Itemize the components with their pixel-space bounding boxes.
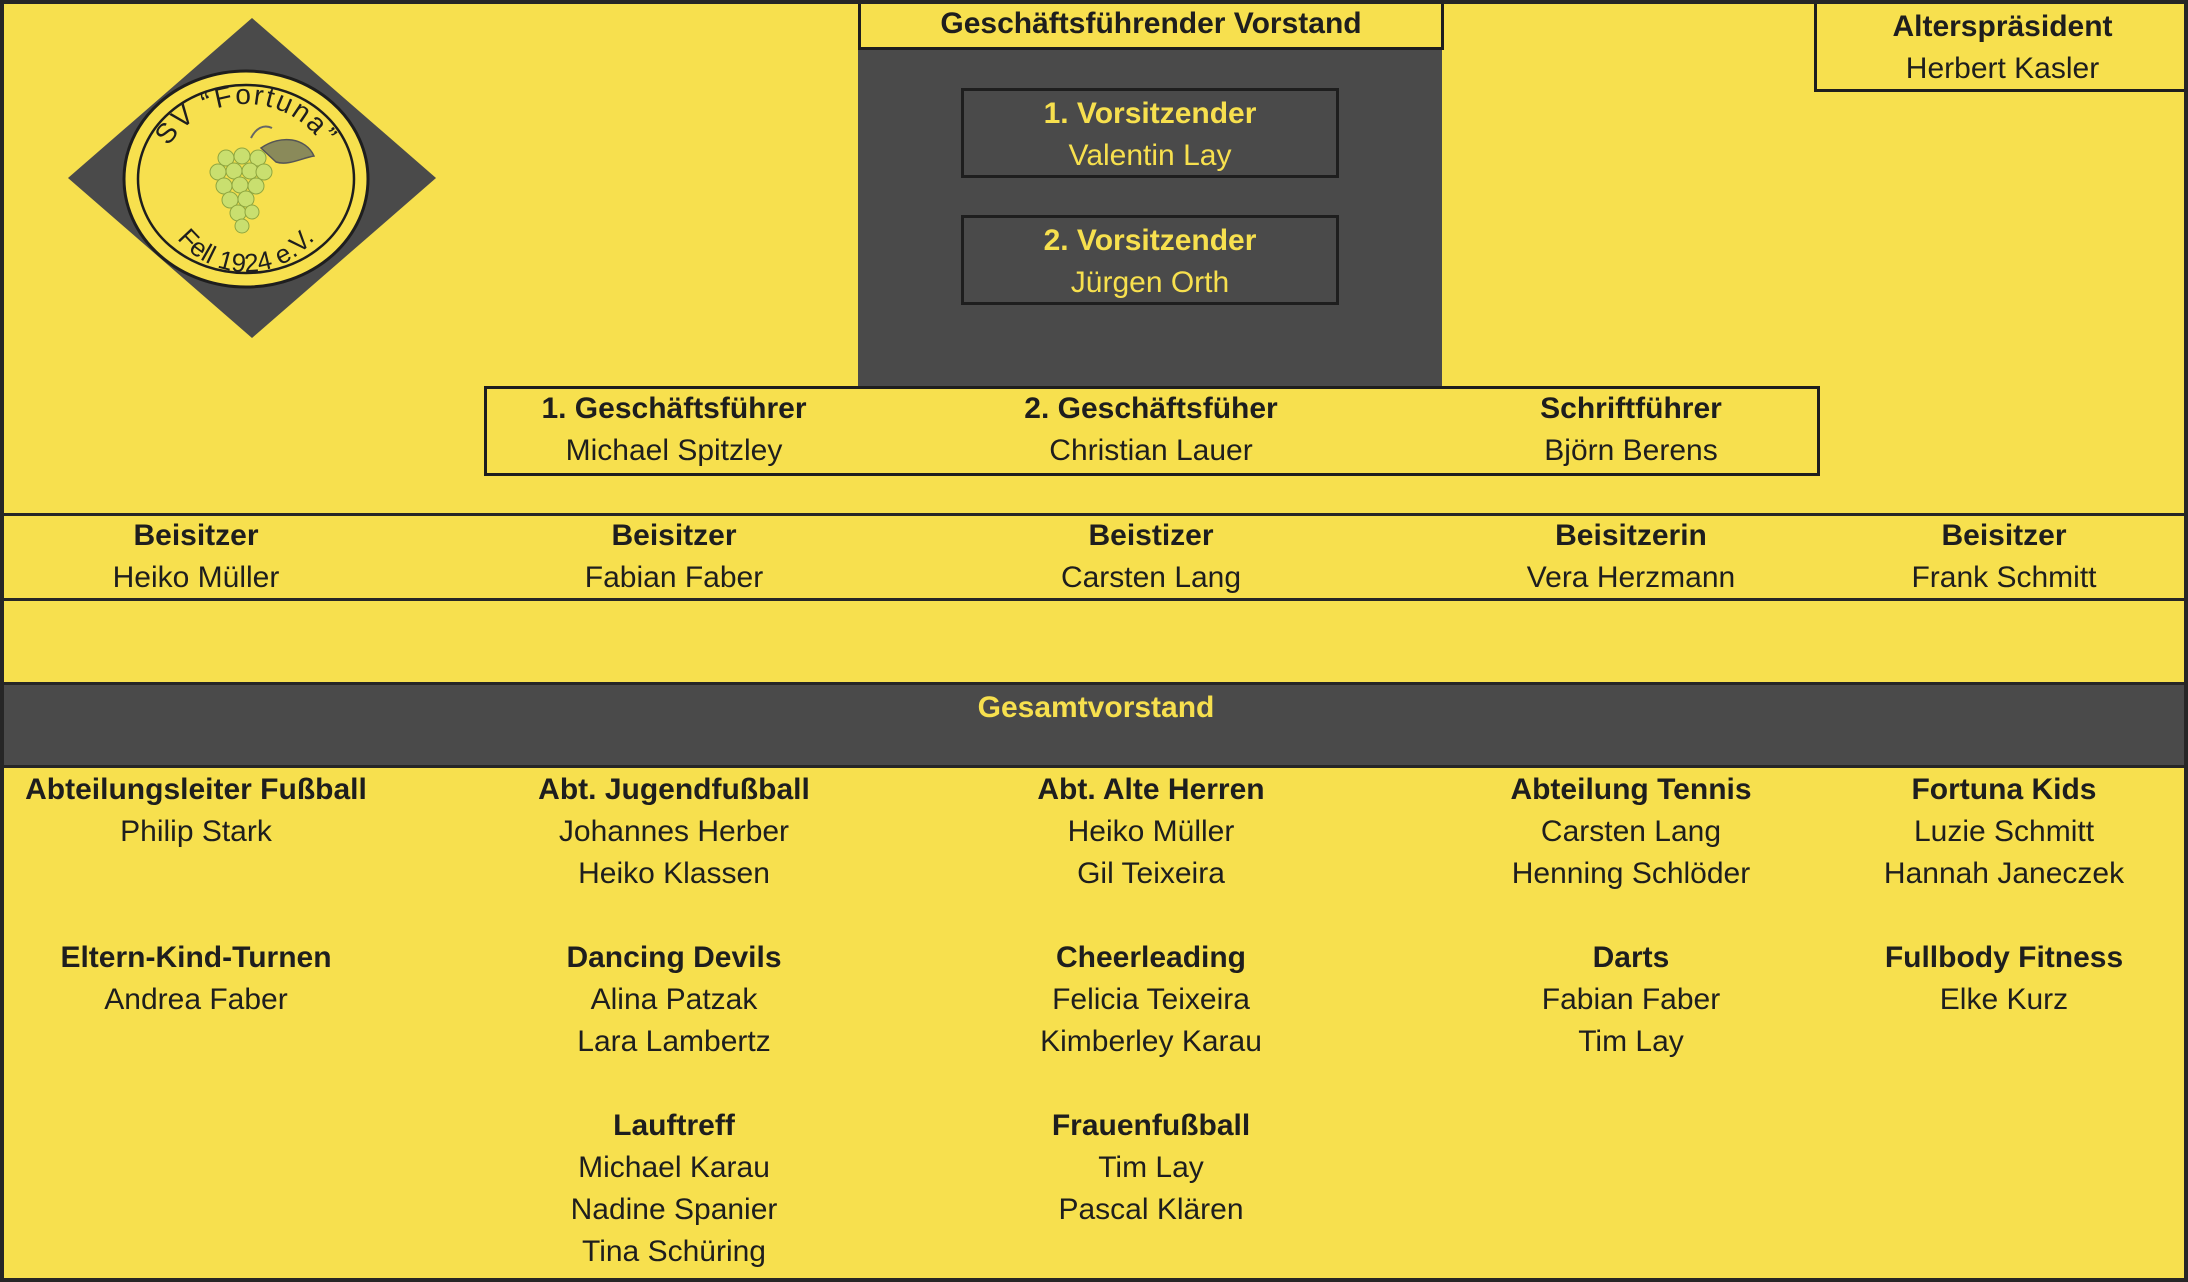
department-title: Frauenfußball	[1051, 1109, 1251, 1142]
department-title: Lauftreff	[613, 1109, 735, 1142]
management-item: Schriftführer Björn Berens	[1411, 388, 1851, 472]
management-name: Björn Berens	[1544, 434, 1718, 467]
assessor-item: Beisitzer Frank Schmitt	[1784, 515, 2184, 599]
honorary-name: Herbert Kasler	[1905, 52, 2100, 85]
assessor-role: Beisitzer	[1941, 519, 2067, 552]
management-item: 2. Geschäftsfüher Christian Lauer	[931, 388, 1371, 472]
department-member: Pascal Klären	[1058, 1193, 1244, 1226]
honorary-role: Alterspräsident	[1892, 10, 2113, 43]
department-item: Cheerleading Felicia Teixeira Kimberley …	[1040, 937, 1262, 1063]
department-title: Cheerleading	[1055, 941, 1247, 974]
department-item: Dancing Devils Alina Patzak Lara Lambert…	[566, 937, 781, 1063]
management-role: 2. Geschäftsfüher	[1024, 392, 1278, 425]
management-role: Schriftführer	[1540, 392, 1722, 425]
department-title: Abteilungsleiter Fußball	[25, 773, 367, 806]
assessor-item: Beistizer Carsten Lang	[931, 515, 1371, 599]
department-column: Abteilung Tennis Carsten Lang Henning Sc…	[1411, 769, 1851, 1063]
department-title: Abt. Jugendfußball	[538, 773, 810, 806]
assessor-name: Heiko Müller	[112, 561, 280, 594]
assessor-item: Beisitzer Fabian Faber	[454, 515, 894, 599]
department-title: Dancing Devils	[566, 941, 782, 974]
management-role: 1. Geschäftsführer	[541, 392, 807, 425]
department-item: Frauenfußball Tim Lay Pascal Klären	[1052, 1105, 1250, 1231]
department-member: Gil Teixeira	[1077, 857, 1225, 890]
department-member: Hannah Janeczek	[1883, 857, 2125, 890]
assessor-role: Beistizer	[1088, 519, 1214, 552]
department-member: Tina Schüring	[582, 1235, 766, 1268]
assessor-name: Frank Schmitt	[1911, 561, 2097, 594]
assessor-name: Carsten Lang	[1060, 561, 1242, 594]
divider	[4, 513, 2184, 516]
department-title: Abt. Alte Herren	[1037, 773, 1265, 806]
honorary-president-card: Alterspräsident Herbert Kasler	[1814, 4, 2184, 92]
department-member: Lara Lambertz	[577, 1025, 771, 1058]
department-member: Heiko Müller	[1067, 815, 1235, 848]
assessor-role: Beisitzer	[133, 519, 259, 552]
department-column: Abteilungsleiter Fußball Philip Stark El…	[4, 769, 416, 1021]
department-column: Abt. Jugendfußball Johannes Herber Heiko…	[454, 769, 894, 1273]
full-board-band: Gesamtvorstand	[4, 682, 2184, 768]
department-item: Fortuna Kids Luzie Schmitt Hannah Janecz…	[1884, 769, 2124, 895]
department-member: Felicia Teixeira	[1052, 983, 1250, 1016]
chair2-role: 2. Vorsitzender	[1043, 224, 1257, 257]
assessor-item: Beisitzer Heiko Müller	[4, 515, 416, 599]
department-member: Elke Kurz	[1939, 983, 2069, 1016]
department-member: Henning Schlöder	[1511, 857, 1751, 890]
grapes-icon	[209, 125, 316, 234]
department-member: Heiko Klassen	[578, 857, 770, 890]
department-item: Fullbody Fitness Elke Kurz	[1885, 937, 2123, 1021]
management-name: Christian Lauer	[1049, 434, 1253, 467]
assessor-item: Beisitzerin Vera Herzmann	[1411, 515, 1851, 599]
department-item: Eltern-Kind-Turnen Andrea Faber	[60, 937, 331, 1021]
department-title: Abteilung Tennis	[1510, 773, 1752, 806]
department-member: Kimberley Karau	[1040, 1025, 1262, 1058]
management-item: 1. Geschäftsführer Michael Spitzley	[454, 388, 894, 472]
department-member: Alina Patzak	[590, 983, 758, 1016]
divider	[4, 598, 2184, 601]
department-title: Eltern-Kind-Turnen	[60, 941, 332, 974]
department-member: Nadine Spanier	[570, 1193, 778, 1226]
chair1-name: Valentin Lay	[1068, 139, 1232, 172]
department-item: Abteilung Tennis Carsten Lang Henning Sc…	[1510, 769, 1751, 895]
department-column: Fortuna Kids Luzie Schmitt Hannah Janecz…	[1784, 769, 2184, 1021]
department-item: Abt. Alte Herren Heiko Müller Gil Teixei…	[1037, 769, 1264, 895]
assessor-name: Vera Herzmann	[1526, 561, 1736, 594]
department-item: Darts Fabian Faber Tim Lay	[1542, 937, 1720, 1063]
logo-inner-ring	[136, 83, 356, 275]
department-member: Andrea Faber	[104, 983, 288, 1016]
department-member: Fabian Faber	[1541, 983, 1721, 1016]
chair1-card: 1. Vorsitzender Valentin Lay	[961, 88, 1339, 178]
management-name: Michael Spitzley	[565, 434, 783, 467]
department-member: Tim Lay	[1098, 1151, 1204, 1184]
department-member: Michael Karau	[578, 1151, 770, 1184]
department-title: Fortuna Kids	[1911, 773, 2097, 806]
department-member: Philip Stark	[120, 815, 272, 848]
chair1-role: 1. Vorsitzender	[1043, 97, 1257, 130]
department-title: Darts	[1592, 941, 1670, 974]
department-item: Abteilungsleiter Fußball Philip Stark	[25, 769, 367, 853]
department-member: Carsten Lang	[1540, 815, 1722, 848]
department-member: Luzie Schmitt	[1913, 815, 2095, 848]
management-box	[484, 386, 1820, 476]
assessor-role: Beisitzerin	[1555, 519, 1707, 552]
department-member: Tim Lay	[1578, 1025, 1684, 1058]
chair2-card: 2. Vorsitzender Jürgen Orth	[961, 215, 1339, 305]
department-column: Abt. Alte Herren Heiko Müller Gil Teixei…	[931, 769, 1371, 1231]
assessor-name: Fabian Faber	[584, 561, 764, 594]
assessor-role: Beisitzer	[611, 519, 737, 552]
department-title: Fullbody Fitness	[1884, 941, 2124, 974]
full-board-title: Gesamtvorstand	[977, 691, 1215, 724]
club-logo: SV “Fortuna” Fell 1924 e.V.	[68, 18, 436, 338]
executive-board-title: Geschäftsführender Vorstand	[858, 4, 1444, 50]
department-member: Johannes Herber	[558, 815, 790, 848]
department-item: Lauftreff Michael Karau Nadine Spanier T…	[571, 1105, 778, 1273]
chair2-name: Jürgen Orth	[1070, 266, 1230, 299]
department-item: Abt. Jugendfußball Johannes Herber Heiko…	[538, 769, 810, 895]
